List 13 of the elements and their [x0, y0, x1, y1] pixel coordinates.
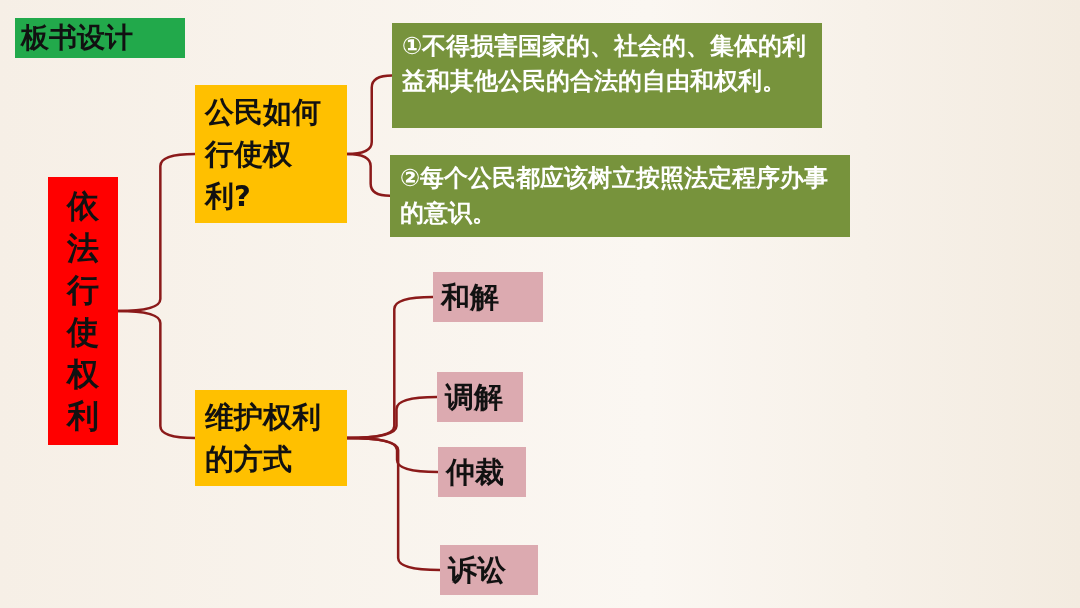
title-label: 板书设计: [15, 18, 185, 58]
item-box: 诉讼: [440, 545, 538, 595]
topic-box: 依法行使权利: [48, 177, 118, 445]
item-box: 仲裁: [438, 447, 526, 497]
brace-connector: [347, 436, 440, 572]
category-box: 公民如何行使权利?: [195, 85, 347, 224]
note-box: ②每个公民都应该树立按照法定程序办事的意识。: [390, 155, 850, 237]
brace-connector: [118, 309, 196, 440]
category-box: 维护权利的方式: [195, 390, 347, 487]
item-box: 调解: [437, 372, 523, 422]
note-box: ①不得损害国家的、社会的、集体的利益和其他公民的合法的自由和权利。: [392, 23, 822, 128]
brace-connector: [346, 152, 391, 198]
item-box: 和解: [433, 272, 543, 322]
